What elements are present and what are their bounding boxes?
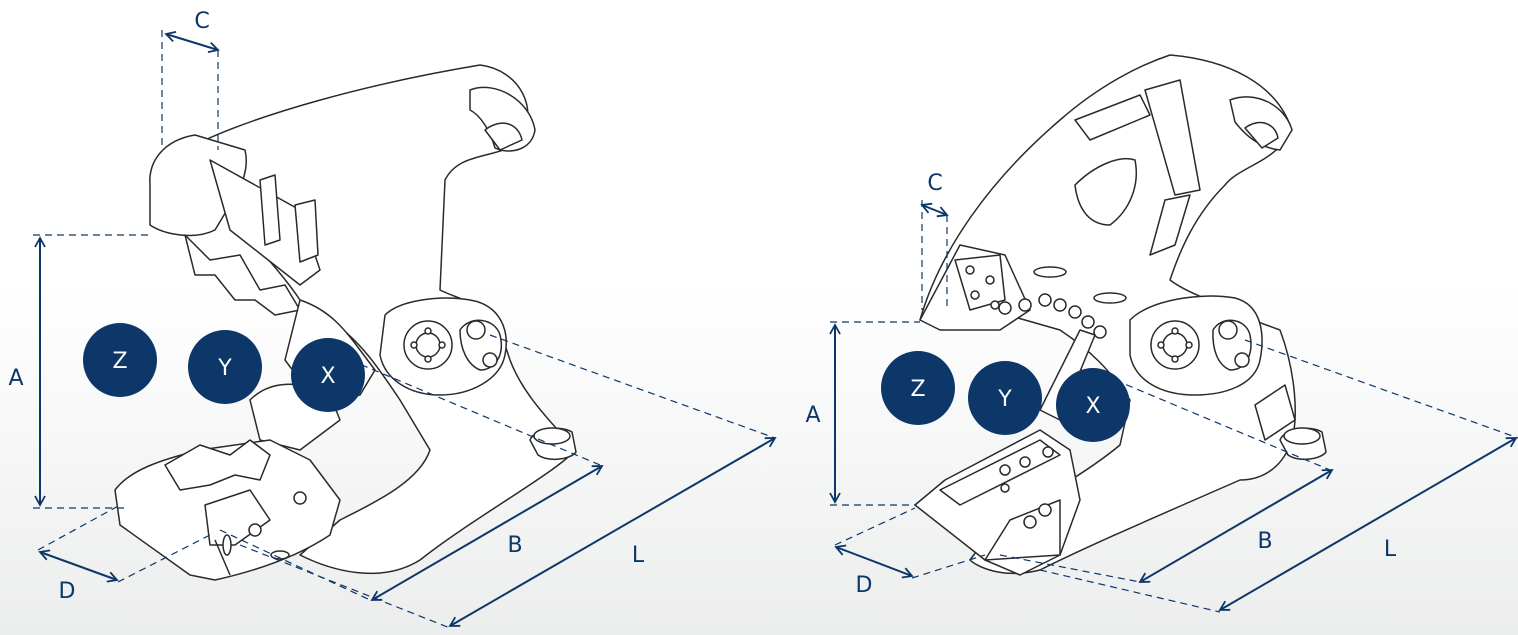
right-label-c: C bbox=[927, 171, 942, 196]
left-dimension-labels: A C D B L bbox=[8, 9, 644, 604]
left-dimension-arrows bbox=[34, 30, 777, 627]
left-label-d: D bbox=[59, 579, 76, 604]
right-zone-z-label: Z bbox=[910, 377, 925, 402]
right-dim-c-arrow bbox=[920, 202, 949, 218]
left-zone-x-circle bbox=[291, 338, 365, 412]
right-zone-x-circle bbox=[1056, 368, 1130, 442]
left-zone-x-label: X bbox=[320, 364, 335, 389]
right-zone-y-label: Y bbox=[997, 387, 1012, 412]
left-zone-z-label: Z bbox=[112, 349, 127, 374]
left-zone-z-circle bbox=[83, 323, 157, 397]
right-label-b: B bbox=[1257, 529, 1272, 554]
left-label-l: L bbox=[632, 543, 645, 568]
right-zone-z-circle bbox=[881, 351, 955, 425]
left-dim-l-arrow bbox=[448, 437, 777, 627]
right-dim-d-arrow bbox=[834, 544, 914, 579]
left-dimension-lines bbox=[33, 30, 776, 629]
right-label-a: A bbox=[805, 403, 820, 428]
right-label-l: L bbox=[1384, 537, 1397, 562]
right-dimension-arrows bbox=[829, 202, 1518, 611]
left-dim-c-arrow bbox=[164, 30, 220, 54]
left-label-a: A bbox=[8, 366, 23, 391]
right-zone-y-circle bbox=[968, 361, 1042, 435]
left-label-b: B bbox=[507, 533, 522, 558]
left-pulverizer: A C D B L Z Y X bbox=[8, 9, 777, 629]
left-label-c: C bbox=[194, 9, 209, 34]
right-tool-outline bbox=[914, 54, 1327, 576]
left-dim-d-arrow bbox=[38, 549, 119, 583]
left-zone-markers: Z Y X bbox=[83, 323, 365, 412]
left-tool-outline bbox=[114, 64, 577, 581]
left-zone-y-circle bbox=[188, 330, 262, 404]
right-zone-markers: Z Y X bbox=[881, 351, 1130, 442]
right-zone-x-label: X bbox=[1085, 394, 1100, 419]
right-dim-l-arrow bbox=[1218, 437, 1518, 611]
right-pulverizer: A C D B L Z Y X bbox=[805, 54, 1518, 613]
right-dimension-labels: A C D B L bbox=[805, 171, 1396, 598]
right-label-d: D bbox=[856, 573, 873, 598]
left-zone-y-label: Y bbox=[217, 356, 232, 381]
